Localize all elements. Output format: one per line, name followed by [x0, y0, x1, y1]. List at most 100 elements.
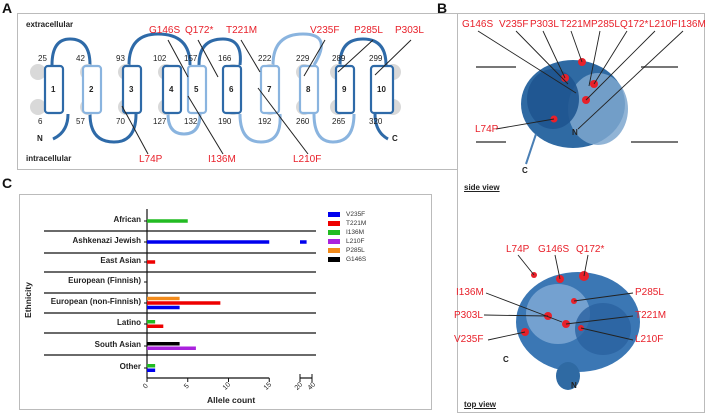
- helix-2-number: 2: [89, 85, 94, 94]
- category-label: Ashkenazi Jewish: [72, 236, 141, 245]
- helix-8-number: 8: [306, 85, 311, 94]
- side-mutation-q172: Q172*: [620, 19, 649, 30]
- legend-swatch: [328, 212, 340, 217]
- top-view-c-label: C: [503, 355, 509, 364]
- residue-25: 25: [38, 54, 47, 63]
- extracellular-label: extracellular: [26, 20, 74, 29]
- chart-legend: V235F T221M I136M L210F P285L G146S: [328, 210, 366, 264]
- mutation-label-p285l: P285L: [354, 25, 383, 36]
- legend-label: P285L: [346, 247, 365, 254]
- side-mutation-g146s: G146S: [462, 19, 494, 30]
- residue-42: 42: [76, 54, 85, 63]
- mutation-label-g146s: G146S: [149, 25, 181, 36]
- residue-299: 299: [369, 54, 383, 63]
- top-mutation-p285l: P285L: [635, 287, 664, 298]
- side-view-n-label: N: [572, 128, 578, 137]
- panel-c-letter: C: [2, 175, 13, 191]
- top-mutation-q172: Q172*: [576, 244, 605, 255]
- legend-swatch: [328, 221, 340, 226]
- top-view-n-label: N: [571, 381, 577, 390]
- top-mutation-p303l: P303L: [454, 310, 483, 321]
- residue-265: 265: [332, 117, 346, 126]
- mutation-label-q172: Q172*: [185, 25, 214, 36]
- panel-b-structure-frame: G146S V235F P303L T221M P285L Q172* L210…: [454, 13, 706, 413]
- category-label: South Asian: [94, 340, 141, 349]
- helix-1-number: 1: [51, 85, 56, 94]
- side-mutation-t221m: T221M: [560, 19, 592, 30]
- top-view-label: top view: [464, 400, 497, 409]
- legend-label: I136M: [346, 229, 365, 236]
- mutation-label-v235f: V235F: [310, 25, 340, 36]
- allele-count-bar-chart: [44, 209, 316, 382]
- panel-a-letter: A: [2, 0, 13, 16]
- legend-swatch: [328, 248, 340, 253]
- legend-item-p285l: P285L: [328, 246, 366, 255]
- residue-70: 70: [116, 117, 125, 126]
- residue-127: 127: [153, 117, 167, 126]
- helix-10-number: 10: [377, 85, 386, 94]
- legend-item-t221m: T221M: [328, 219, 366, 228]
- mutation-label-l74p: L74P: [139, 154, 163, 165]
- legend-swatch: [328, 239, 340, 244]
- legend-label: G146S: [346, 256, 367, 263]
- residue-192: 192: [258, 117, 272, 126]
- top-mutation-l210f: L210F: [635, 334, 664, 345]
- residue-102: 102: [153, 54, 167, 63]
- legend-swatch: [328, 230, 340, 235]
- category-label: Other: [119, 362, 141, 371]
- side-mutation-l74p: L74P: [475, 124, 499, 135]
- panel-b-letter: B: [437, 0, 448, 16]
- helix-6-number: 6: [229, 85, 234, 94]
- residue-222: 222: [258, 54, 272, 63]
- legend-item-i136m: I136M: [328, 228, 366, 237]
- legend-label: T221M: [346, 220, 367, 227]
- legend-label: V235F: [346, 211, 366, 218]
- residue-57: 57: [76, 117, 85, 126]
- mutation-label-t221m: T221M: [226, 25, 258, 36]
- side-view-c-label: C: [522, 166, 528, 175]
- mutation-label-p303l: P303L: [395, 25, 424, 36]
- helix-4-number: 4: [169, 85, 174, 94]
- legend-item-l210f: L210F: [328, 237, 366, 246]
- c-terminus-label: C: [392, 134, 398, 143]
- protein-structure-renderings: [476, 30, 684, 390]
- side-view-label: side view: [464, 183, 500, 192]
- helix-5-number: 5: [194, 85, 199, 94]
- legend-item-g146s: G146S: [328, 255, 366, 264]
- residue-190: 190: [218, 117, 232, 126]
- side-mutation-i136m: I136M: [678, 19, 706, 30]
- side-mutation-p303l: P303L: [530, 19, 559, 30]
- side-mutation-v235f: V235F: [499, 19, 529, 30]
- category-label: European (non-Finnish): [50, 297, 141, 306]
- legend-item-v235f: V235F: [328, 210, 366, 219]
- side-mutation-p285l: P285L: [591, 19, 620, 30]
- residue-260: 260: [296, 117, 310, 126]
- top-mutation-t221m: T221M: [635, 310, 667, 321]
- top-mutation-g146s: G146S: [538, 244, 570, 255]
- residue-166: 166: [218, 54, 232, 63]
- n-terminus-label: N: [37, 134, 43, 143]
- mutation-label-i136m: I136M: [208, 154, 236, 165]
- category-label: East Asian: [100, 256, 141, 265]
- helix-7-number: 7: [267, 85, 272, 94]
- membrane-topology-diagram: [30, 32, 412, 155]
- category-label: African: [113, 215, 141, 224]
- category-label: European (Finnish): [68, 276, 141, 285]
- residue-229: 229: [296, 54, 310, 63]
- side-mutation-l210f: L210F: [649, 19, 678, 30]
- panel-a-topology-frame: extracellular intracellular N C 1 2 3 4 …: [17, 13, 470, 170]
- helix-9-number: 9: [342, 85, 347, 94]
- category-label: Latino: [117, 318, 141, 327]
- top-mutation-l74p: L74P: [506, 244, 530, 255]
- top-mutation-v235f: V235F: [454, 334, 484, 345]
- residue-93: 93: [116, 54, 125, 63]
- residue-157: 157: [184, 54, 198, 63]
- residue-289: 289: [332, 54, 346, 63]
- residue-320: 320: [369, 117, 383, 126]
- mutation-label-l210f: L210F: [293, 154, 322, 165]
- top-mutation-i136m: I136M: [456, 287, 484, 298]
- helix-3-number: 3: [129, 85, 134, 94]
- residue-132: 132: [184, 117, 198, 126]
- legend-swatch: [328, 257, 340, 262]
